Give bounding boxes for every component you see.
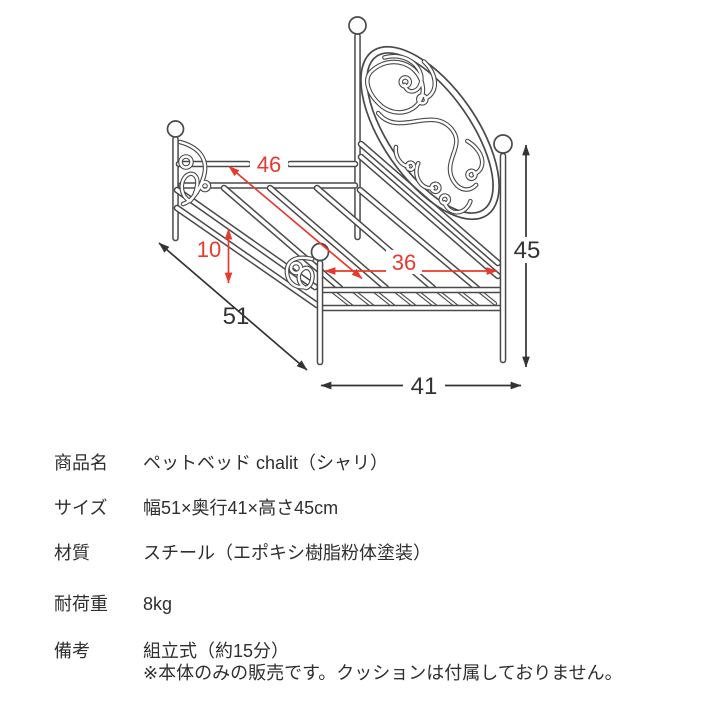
- dim-46-label: 46: [257, 152, 281, 177]
- spec-label: 商品名: [54, 453, 108, 473]
- notes-line-1: 組立式（約15分）: [143, 641, 290, 661]
- spec-label: 材質: [54, 543, 90, 563]
- front-rail-hatches: [333, 292, 495, 307]
- spec-value: スチール（エポキシ樹脂粉体塗装）: [143, 543, 431, 563]
- dim-36-label: 36: [392, 250, 416, 275]
- dim-inner-depth-36: 36: [324, 250, 498, 275]
- footboard-scroll-left: [180, 142, 209, 204]
- dim-51-label: 51: [223, 303, 250, 330]
- dim-outer-depth-41: 41: [320, 372, 522, 400]
- dim-45-label: 45: [514, 237, 541, 264]
- spec-value: ペットベッド chalit（シャリ）: [143, 453, 389, 473]
- front-side-rails: [322, 290, 501, 308]
- spec-value: 幅51×奥行41×高さ45cm: [143, 498, 339, 518]
- finial-tall-back: [348, 16, 367, 35]
- dim-41-label: 41: [411, 373, 438, 400]
- dim-inner-width-46: 46: [228, 151, 363, 280]
- spec-label: 耐荷重: [54, 594, 108, 614]
- spec-value: 8kg: [143, 594, 173, 614]
- notes-line-2: ※本体のみの販売です。クッションは付属しておりません。: [143, 662, 623, 683]
- finial-right: [493, 134, 513, 154]
- bed-dimension-diagram: 46 10 36 51 41 45: [158, 16, 542, 400]
- finial-front: [310, 242, 330, 262]
- headboard-oval: [334, 24, 526, 242]
- dim-10-label: 10: [197, 237, 221, 262]
- spec-label: サイズ: [54, 498, 108, 518]
- dim-outer-width-51: 51: [158, 242, 308, 371]
- finial-far-left: [166, 120, 185, 138]
- spec-label: 備考: [54, 641, 90, 661]
- dim-height-45: 45: [512, 144, 542, 368]
- spec-value: 組立式（約15分） ※本体のみの販売です。クッションは付属しておりません。: [143, 641, 698, 684]
